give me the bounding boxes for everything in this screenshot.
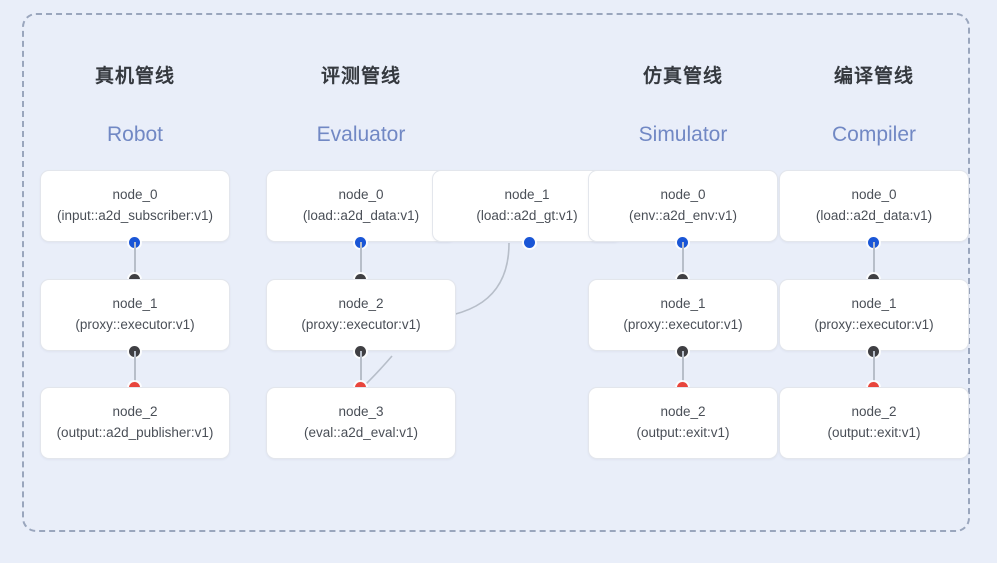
node-type: (output::exit:v1) <box>827 425 921 440</box>
pipeline-column-evaluator: 评测管线 Evaluator node_0 (load::a2d_data:v1… <box>248 13 622 532</box>
node-evaluator-0[interactable]: node_0 (load::a2d_data:v1) <box>266 170 456 242</box>
node-robot-1[interactable]: node_1 (proxy::executor:v1) <box>40 279 230 351</box>
column-title-en-compiler: Compiler <box>831 123 917 146</box>
column-title-cn-simulator: 仿真管线 <box>642 66 723 87</box>
column-title-en-simulator: Simulator <box>638 123 728 146</box>
node-simulator-0[interactable]: node_0 (env::a2d_env:v1) <box>588 170 778 242</box>
node-type: (load::a2d_data:v1) <box>302 208 420 223</box>
node-name: node_2 <box>851 404 897 420</box>
connector-line <box>682 242 684 279</box>
node-name: node_1 <box>504 187 550 203</box>
node-compiler-1[interactable]: node_1 (proxy::executor:v1) <box>779 279 969 351</box>
node-type: (proxy::executor:v1) <box>301 317 421 332</box>
node-type: (output::a2d_publisher:v1) <box>56 425 214 440</box>
node-name: node_1 <box>851 296 897 312</box>
node-simulator-1[interactable]: node_1 (proxy::executor:v1) <box>588 279 778 351</box>
column-title-cn-robot: 真机管线 <box>94 66 175 87</box>
connector-line <box>360 351 362 388</box>
connector-line <box>134 351 136 388</box>
node-name: node_3 <box>338 404 384 420</box>
pipeline-columns: 真机管线 Robot node_0 (input::a2d_subscriber… <box>22 13 970 532</box>
node-simulator-2[interactable]: node_2 (output::exit:v1) <box>588 387 778 459</box>
connector-line <box>682 351 684 388</box>
node-type: (eval::a2d_eval:v1) <box>303 425 419 440</box>
pipeline-column-compiler: 编译管线 Compiler node_0 (load::a2d_data:v1)… <box>778 13 970 532</box>
node-name: node_2 <box>660 404 706 420</box>
node-type: (env::a2d_env:v1) <box>628 208 738 223</box>
column-title-en-evaluator: Evaluator <box>316 123 406 146</box>
connector-line <box>873 242 875 279</box>
node-name: node_0 <box>660 187 706 203</box>
connector-line <box>360 242 362 279</box>
connector-line <box>134 242 136 279</box>
node-output-dot-blue <box>524 237 535 248</box>
column-title-en-robot: Robot <box>106 123 164 146</box>
column-title-cn-compiler: 编译管线 <box>833 66 914 87</box>
node-evaluator-2[interactable]: node_2 (proxy::executor:v1) <box>266 279 456 351</box>
pipeline-column-robot: 真机管线 Robot node_0 (input::a2d_subscriber… <box>22 13 248 532</box>
node-type: (proxy::executor:v1) <box>814 317 934 332</box>
connector-line <box>873 351 875 388</box>
diagram-dashed-frame <box>22 13 970 532</box>
pipeline-column-simulator: 仿真管线 Simulator node_0 (env::a2d_env:v1) … <box>588 13 778 532</box>
node-name: node_2 <box>112 404 158 420</box>
node-name: node_0 <box>338 187 384 203</box>
node-type: (load::a2d_data:v1) <box>815 208 933 223</box>
node-compiler-2[interactable]: node_2 (output::exit:v1) <box>779 387 969 459</box>
node-robot-0[interactable]: node_0 (input::a2d_subscriber:v1) <box>40 170 230 242</box>
node-name: node_1 <box>660 296 706 312</box>
node-type: (load::a2d_gt:v1) <box>476 208 578 223</box>
node-compiler-0[interactable]: node_0 (load::a2d_data:v1) <box>779 170 969 242</box>
node-name: node_2 <box>338 296 384 312</box>
node-type: (output::exit:v1) <box>636 425 730 440</box>
node-type: (proxy::executor:v1) <box>75 317 195 332</box>
node-evaluator-3[interactable]: node_3 (eval::a2d_eval:v1) <box>266 387 456 459</box>
node-name: node_0 <box>851 187 897 203</box>
column-title-cn-evaluator: 评测管线 <box>320 66 401 87</box>
node-name: node_0 <box>112 187 158 203</box>
node-type: (proxy::executor:v1) <box>623 317 743 332</box>
node-name: node_1 <box>112 296 158 312</box>
node-robot-2[interactable]: node_2 (output::a2d_publisher:v1) <box>40 387 230 459</box>
node-type: (input::a2d_subscriber:v1) <box>56 208 214 223</box>
